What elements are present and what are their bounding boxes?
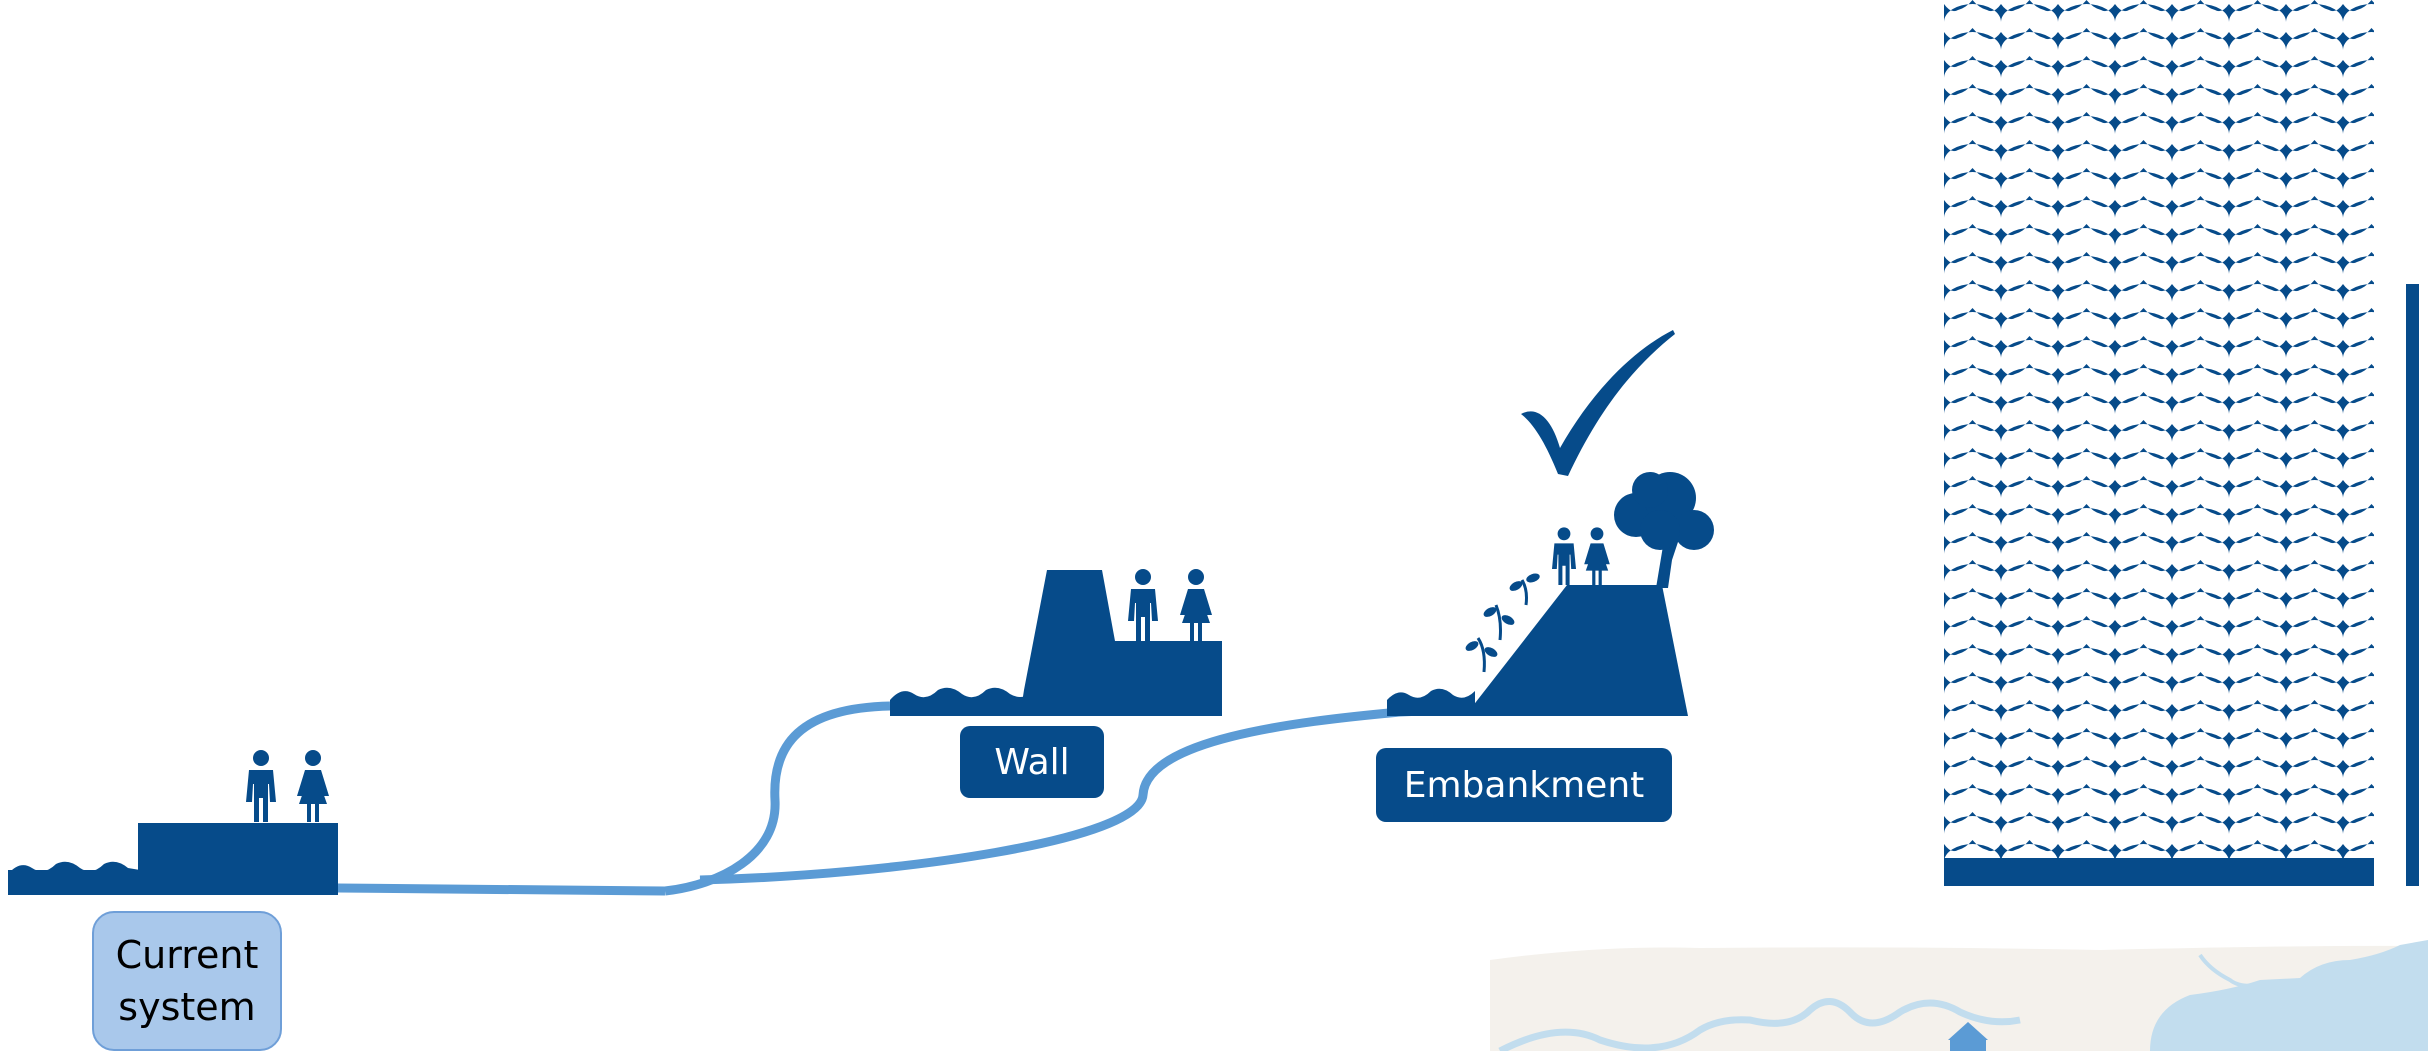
path-current-to-split bbox=[337, 883, 666, 896]
map-estuary bbox=[2150, 940, 2428, 1051]
wave-icon bbox=[890, 687, 1030, 716]
water-pattern bbox=[1944, 0, 2374, 870]
embankment-scene bbox=[1387, 330, 1714, 716]
map-inlet bbox=[2198, 953, 2261, 988]
wall-structure bbox=[1020, 570, 1222, 716]
sprout-leaves bbox=[1465, 573, 1540, 657]
wave-icon bbox=[8, 861, 140, 880]
man-icon bbox=[246, 750, 276, 822]
woman-icon bbox=[297, 750, 329, 822]
connector-paths bbox=[337, 701, 1491, 896]
woman-icon bbox=[1180, 569, 1212, 641]
embankment-structure bbox=[1465, 585, 1688, 716]
man-icon bbox=[1128, 569, 1158, 641]
wave-icon bbox=[1387, 688, 1475, 716]
path-to-wall bbox=[664, 701, 891, 896]
checkmark-icon bbox=[1521, 330, 1675, 476]
wall-label: Wall bbox=[960, 726, 1104, 798]
water-level-bar bbox=[2406, 284, 2419, 886]
current-system-label: Current system bbox=[92, 911, 282, 1051]
map-fragment bbox=[1490, 940, 2428, 1055]
water-column bbox=[1944, 0, 2419, 886]
tree-icon bbox=[1614, 472, 1714, 588]
water-base bbox=[1944, 858, 2374, 886]
man-icon bbox=[1552, 527, 1576, 585]
map-river bbox=[1498, 998, 2021, 1055]
wall-scene bbox=[890, 569, 1222, 716]
tower-icon bbox=[1948, 1022, 1988, 1051]
embankment-label: Embankment bbox=[1376, 748, 1672, 822]
sprout-icon bbox=[1476, 579, 1528, 673]
current-system-scene bbox=[8, 750, 338, 895]
woman-icon bbox=[1584, 527, 1610, 585]
current-platform bbox=[138, 823, 338, 895]
